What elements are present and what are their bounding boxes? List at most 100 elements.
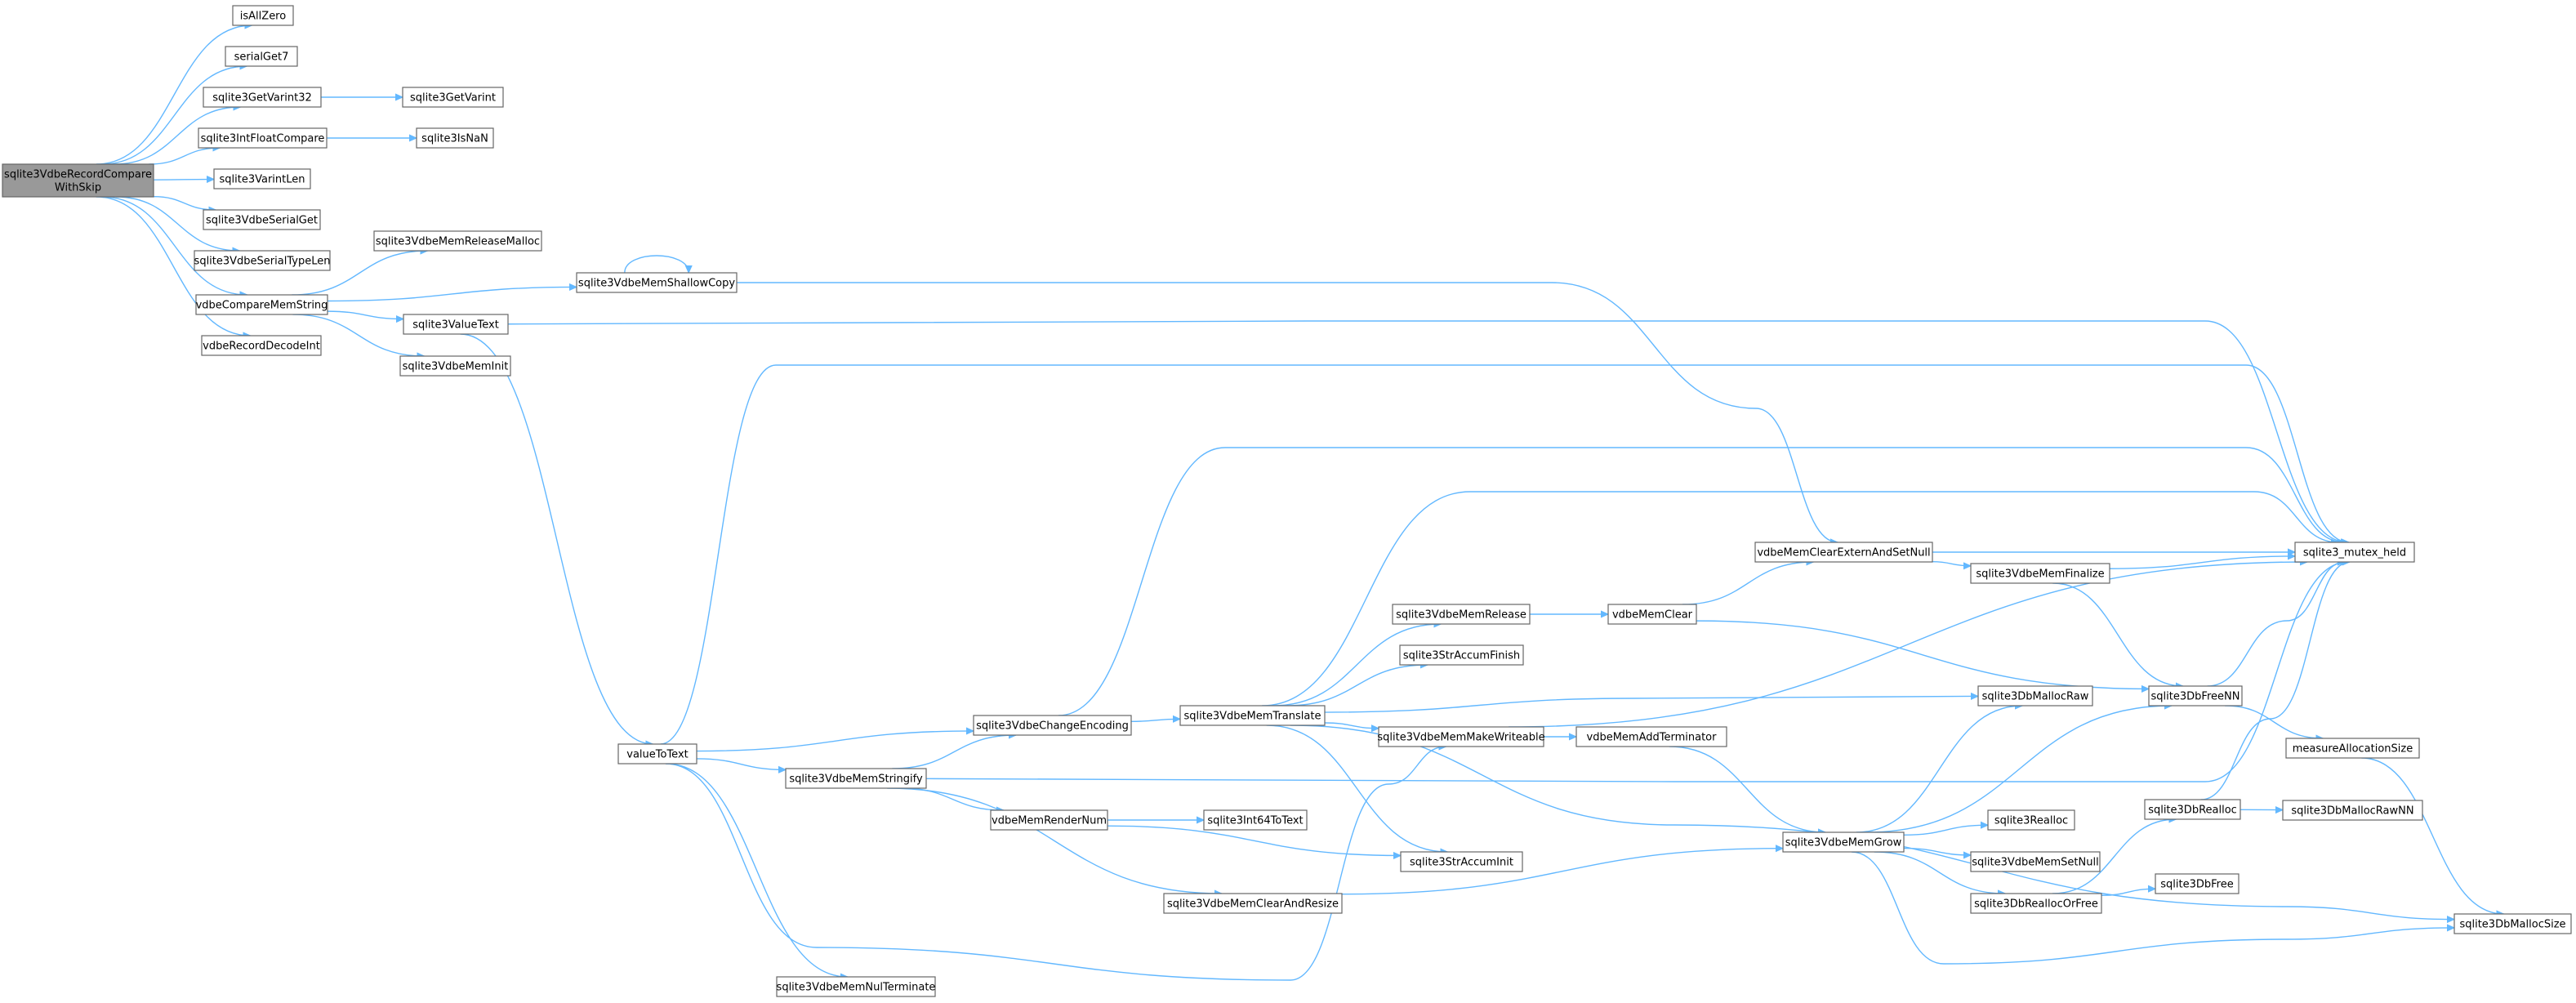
node-sqlite3realloc[interactable]: sqlite3Realloc (1987, 809, 2075, 831)
edge-sqlite3vdbememtranslate-to-sqlite3dbmallocsize (1290, 724, 2454, 920)
node-sqlite3dbreallocorfree[interactable]: sqlite3DbReallocOrFree (1970, 893, 2102, 914)
node-box (576, 272, 738, 293)
node-isallzero[interactable]: isAllZero (232, 5, 294, 26)
node-box (2144, 799, 2241, 820)
node-box (213, 168, 311, 189)
node-label: sqlite3VdbeSerialTypeLen (194, 256, 331, 268)
node-box (973, 715, 1132, 736)
node-sqlite3dbfree[interactable]: sqlite3DbFree (2155, 873, 2240, 894)
edge-sqlite3vdbememgrow-to-sqlite3dbreallocorfree (1874, 851, 2005, 894)
node-valuetotext[interactable]: valueToText (617, 743, 697, 765)
node-box (617, 743, 697, 765)
node-box (225, 46, 298, 67)
edge-valuetotext-to-sqlite3vdbememnulterminate (666, 763, 848, 977)
node-sqlite3vdbeserialget[interactable]: sqlite3VdbeSerialGet (203, 209, 321, 230)
node-sqlite3vdbememgrow[interactable]: sqlite3VdbeMemGrow (1782, 831, 1905, 853)
node-label: sqlite3VdbeMemShallowCopy (578, 278, 735, 290)
node-box (2148, 685, 2243, 707)
node-sqlite3vdbememmakewriteable[interactable]: sqlite3VdbeMemMakeWriteable (1377, 726, 1545, 747)
edge-sqlite3dbfreenn-to-sqlite3-mutex-held (2207, 562, 2346, 687)
edge-sqlite3vdbememshallowcopy-to-vdbememclearexternandsetnull (737, 282, 1838, 542)
node-vdbememaddterminator[interactable]: vdbeMemAddTerminator (1575, 726, 1727, 747)
node-sqlite3vdbechangeencoding[interactable]: sqlite3VdbeChangeEncoding (973, 715, 1132, 736)
edge-sqlite3dbreallocorfree-to-sqlite3dbfree (2101, 889, 2155, 896)
node-sqlite3vdbememfinalize[interactable]: sqlite3VdbeMemFinalize (1970, 563, 2110, 584)
node-label: sqlite3VdbeMemNulTerminate (777, 982, 936, 994)
edge-sqlite3dbreallocorfree-to-sqlite3dbrealloc (2052, 819, 2177, 894)
node-measureallocationsize[interactable]: measureAllocationSize (2285, 738, 2420, 759)
node-sqlite3vdbeserialtypelen[interactable]: sqlite3VdbeSerialTypeLen (194, 250, 331, 271)
edge-vdbememclear-to-vdbememclearexternandsetnull (1682, 562, 1813, 605)
node-sqlite3dbmallocraw[interactable]: sqlite3DbMallocRaw (1977, 685, 2093, 707)
node-label: sqlite3IntFloatCompare (201, 133, 325, 145)
node-sqlite3dbfreenn[interactable]: sqlite3DbFreeNN (2148, 685, 2243, 707)
node-box (195, 294, 328, 315)
node-label: sqlite3VdbeRecordCompare (4, 169, 152, 181)
node-label: sqlite3StrAccumFinish (1403, 650, 1520, 662)
node-sqlite3isnan[interactable]: sqlite3IsNaN (416, 127, 494, 149)
node-label: vdbeMemClearExternAndSetNull (1757, 547, 1930, 559)
node-vdbememrendernum[interactable]: vdbeMemRenderNum (990, 809, 1108, 831)
edge-root-to-vdberecorddecodeint (96, 196, 251, 336)
node-sqlite3vdbememshallowcopy[interactable]: sqlite3VdbeMemShallowCopy (576, 272, 738, 293)
node-sqlite3dbmallocsize[interactable]: sqlite3DbMallocSize (2453, 913, 2572, 934)
node-box (1400, 851, 1523, 872)
node-label: sqlite3VdbeMemReleaseMalloc (376, 236, 540, 248)
node-sqlite3varintlen[interactable]: sqlite3VarintLen (213, 168, 311, 189)
edge-sqlite3vdbememtranslate-to-sqlite3-mutex-held (1262, 491, 2338, 707)
node-label: sqlite3GetVarint (410, 92, 496, 105)
edge-sqlite3vdbememshallowcopy-to-sqlite3vdbememshallowcopy (624, 255, 689, 273)
edges-layer (96, 25, 2504, 980)
edge-valuetotext-to-sqlite3vdbememstringify (696, 758, 786, 769)
node-sqlite3vdbememstringify[interactable]: sqlite3VdbeMemStringify (785, 768, 927, 789)
node-label: sqlite3VdbeMemFinalize (1976, 568, 2104, 581)
edge-sqlite3vdbememgrow-to-sqlite3dbmallocsize (1851, 851, 2454, 965)
node-sqlite3vdbememinit[interactable]: sqlite3VdbeMemInit (399, 355, 511, 377)
node-sqlite3vdbememrelease[interactable]: sqlite3VdbeMemRelease (1392, 604, 1531, 625)
node-box (201, 335, 322, 356)
edge-vdbememclear-to-sqlite3dbfreenn (1696, 620, 2149, 689)
node-box (2294, 542, 2415, 563)
node-sqlite3dbmallocrawnn[interactable]: sqlite3DbMallocRawNN (2282, 800, 2423, 821)
node-sqlite3intfloatcompare[interactable]: sqlite3IntFloatCompare (198, 127, 328, 149)
node-serialget7[interactable]: serialGet7 (225, 46, 298, 67)
edge-sqlite3vdbememstringify-to-sqlite3vdbechangeencoding (892, 735, 1016, 769)
node-vdbememclear[interactable]: vdbeMemClear (1607, 604, 1697, 625)
edge-root-to-sqlite3getvarint32 (114, 107, 241, 165)
node-label: sqlite3DbRealloc (2148, 805, 2237, 817)
node-sqlite3getvarint32[interactable]: sqlite3GetVarint32 (203, 87, 322, 108)
node-sqlite3straccuminit[interactable]: sqlite3StrAccumInit (1400, 851, 1523, 872)
node-box (776, 976, 936, 997)
node-sqlite3vdbememsetnull[interactable]: sqlite3VdbeMemSetNull (1970, 851, 2101, 872)
node-vdberecorddecodeint[interactable]: vdbeRecordDecodeInt (201, 335, 322, 356)
node-sqlite3-mutex-held[interactable]: sqlite3_mutex_held (2294, 542, 2415, 563)
edge-root-to-vdbecomparememstring (102, 196, 247, 295)
node-box (1754, 542, 1933, 563)
edge-sqlite3vdbememtranslate-to-sqlite3straccumfinish (1286, 665, 1428, 707)
node-box (1970, 893, 2102, 914)
edge-vdbememrendernum-to-sqlite3straccuminit (1107, 825, 1401, 855)
edge-sqlite3vdbememtranslate-to-sqlite3straccuminit (1266, 724, 1448, 852)
edge-sqlite3vdbechangeencoding-to-sqlite3vdbememtranslate (1130, 719, 1180, 721)
edge-sqlite3vdbememclearandresize-to-sqlite3vdbememgrow (1341, 849, 1783, 895)
node-sqlite3getvarint[interactable]: sqlite3GetVarint (402, 87, 504, 108)
node-sqlite3dbrealloc[interactable]: sqlite3DbRealloc (2144, 799, 2241, 820)
node-label: WithSkip (55, 182, 101, 194)
node-sqlite3int64totext[interactable]: sqlite3Int64ToText (1203, 809, 1308, 831)
node-box (1203, 809, 1308, 831)
node-vdbememclearexternandsetnull[interactable]: vdbeMemClearExternAndSetNull (1754, 542, 1933, 563)
edge-root-to-sqlite3varintlen (153, 180, 214, 181)
node-sqlite3vdbememreleasemalloc[interactable]: sqlite3VdbeMemReleaseMalloc (373, 230, 542, 252)
node-sqlite3straccumfinish[interactable]: sqlite3StrAccumFinish (1399, 644, 1524, 666)
node-label: isAllZero (240, 11, 286, 23)
node-sqlite3vdbememtranslate[interactable]: sqlite3VdbeMemTranslate (1179, 705, 1326, 726)
node-sqlite3vdbememnulterminate[interactable]: sqlite3VdbeMemNulTerminate (776, 976, 936, 997)
node-vdbecomparememstring[interactable]: vdbeCompareMemString (195, 294, 328, 315)
node-sqlite3valuetext[interactable]: sqlite3ValueText (403, 314, 509, 335)
node-box (203, 87, 322, 108)
node-sqlite3vdbememclearandresize[interactable]: sqlite3VdbeMemClearAndResize (1163, 893, 1343, 914)
node-box (403, 314, 509, 335)
node-box (2155, 873, 2240, 894)
